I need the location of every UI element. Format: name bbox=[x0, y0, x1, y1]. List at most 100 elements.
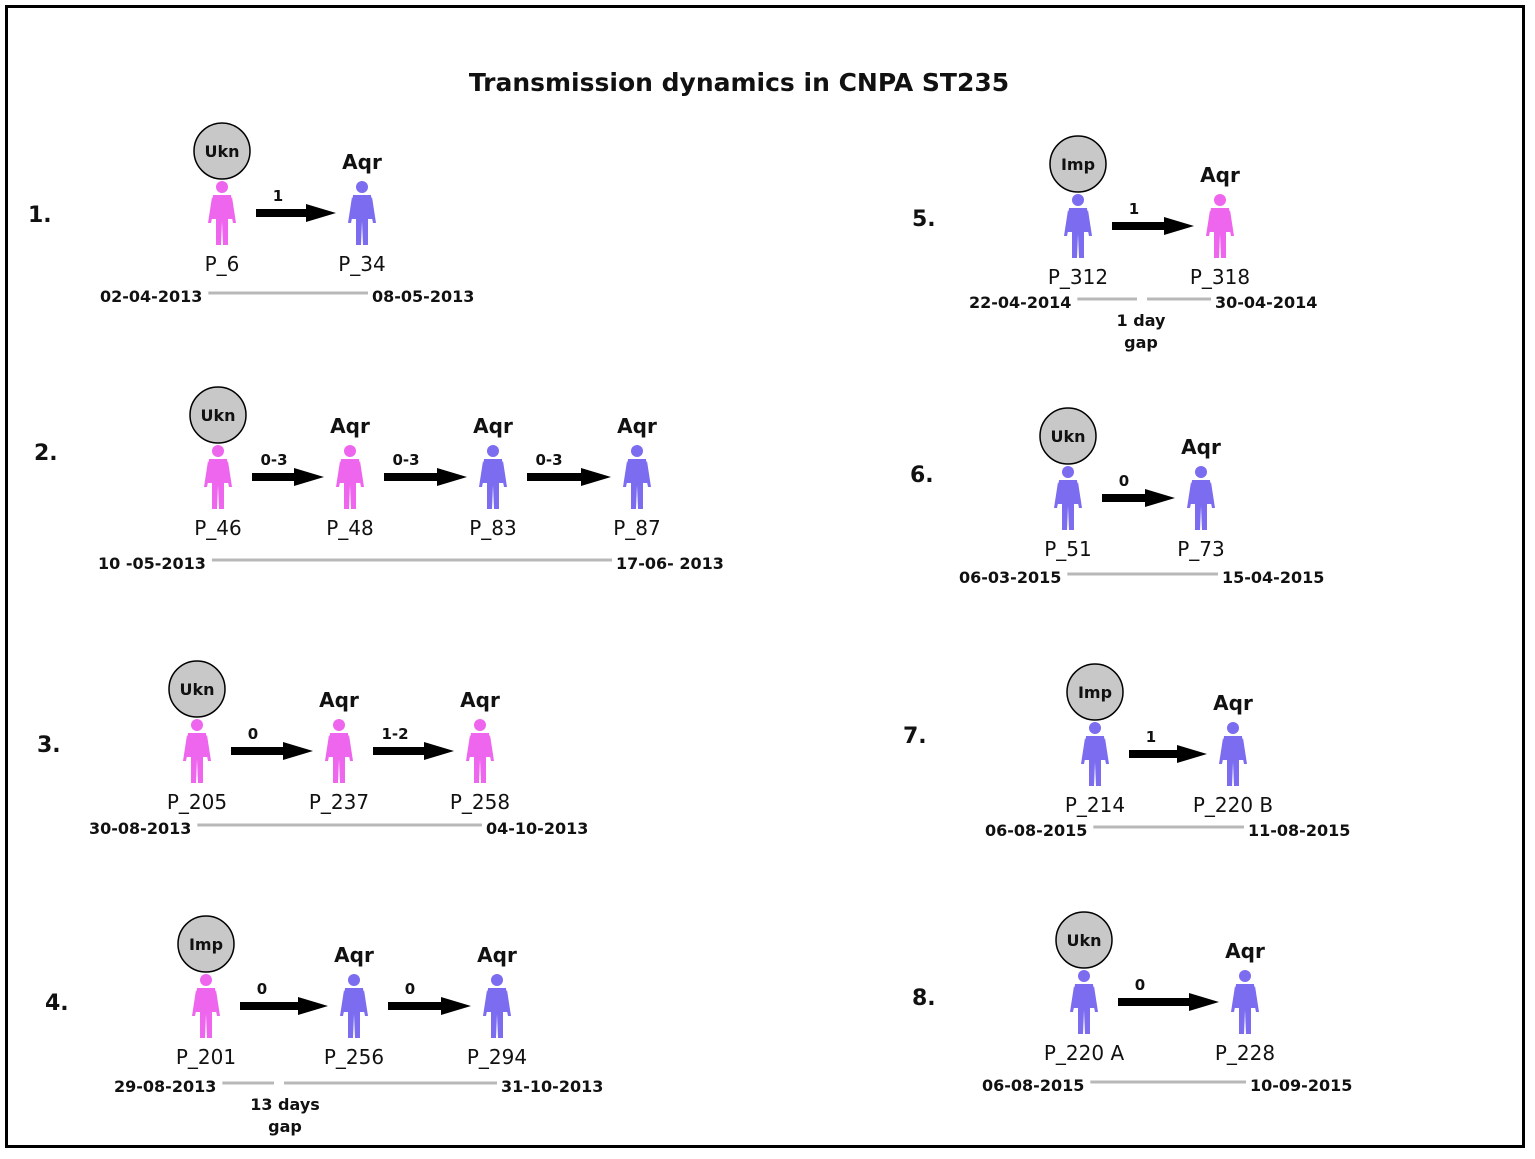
person-icon bbox=[1054, 466, 1082, 530]
patient-id: P_205 bbox=[167, 790, 227, 814]
chain-number: 3. bbox=[37, 733, 61, 758]
person-icon bbox=[340, 974, 368, 1038]
acquisition-label: Aqr bbox=[617, 414, 657, 438]
start-date: 10 -05-2013 bbox=[98, 554, 206, 573]
person-icon bbox=[348, 181, 376, 245]
arrow-right-icon bbox=[1102, 489, 1175, 507]
patient-id: P_46 bbox=[194, 516, 242, 540]
link-weight: 1-2 bbox=[381, 725, 408, 743]
source-label: Ukn bbox=[200, 406, 235, 425]
source-circle-badge: Imp bbox=[1049, 135, 1107, 193]
link-weight: 0-3 bbox=[535, 451, 562, 469]
link-weight: 0 bbox=[405, 980, 415, 998]
start-date: 30-08-2013 bbox=[89, 819, 191, 838]
person-icon bbox=[204, 445, 232, 509]
acquisition-label: Aqr bbox=[1181, 435, 1221, 459]
patient-id: P_228 bbox=[1215, 1041, 1275, 1065]
start-date: 02-04-2013 bbox=[100, 287, 202, 306]
acquisition-label: Aqr bbox=[1213, 691, 1253, 715]
arrow-right-icon bbox=[384, 468, 467, 486]
person-icon bbox=[208, 181, 236, 245]
patient-id: P_220 A bbox=[1044, 1041, 1125, 1065]
patient-0: P_6 bbox=[205, 181, 240, 276]
patient-id: P_214 bbox=[1065, 793, 1125, 817]
link-weight: 0-3 bbox=[392, 451, 419, 469]
timeline: 30-08-2013 04-10-2013 bbox=[89, 819, 588, 838]
person-icon bbox=[1064, 194, 1092, 258]
arrow-right-icon bbox=[256, 204, 336, 222]
acquisition-label: Aqr bbox=[330, 414, 370, 438]
source-label: Ukn bbox=[1066, 931, 1101, 950]
person-icon bbox=[192, 974, 220, 1038]
source-circle-badge: Ukn bbox=[193, 122, 251, 180]
start-date: 06-08-2015 bbox=[985, 821, 1087, 840]
patient-id: P_256 bbox=[324, 1045, 384, 1069]
person-icon bbox=[1231, 970, 1259, 1034]
source-circle-badge: Imp bbox=[1066, 663, 1124, 721]
person-icon bbox=[1219, 722, 1247, 786]
end-date: 04-10-2013 bbox=[486, 819, 588, 838]
acquisition-label: Aqr bbox=[460, 688, 500, 712]
person-icon bbox=[483, 974, 511, 1038]
end-date: 31-10-2013 bbox=[501, 1077, 603, 1096]
source-label: Ukn bbox=[1050, 427, 1085, 446]
start-date: 22-04-2014 bbox=[969, 293, 1071, 312]
link-weight: 0 bbox=[248, 725, 258, 743]
figure-frame: Transmission dynamics in CNPA ST235 bbox=[5, 5, 1525, 1148]
link-weight: 1 bbox=[1146, 728, 1156, 746]
patient-id: P_220 B bbox=[1193, 793, 1273, 817]
link-weight: 0 bbox=[1135, 976, 1145, 994]
patient-0: P_205 bbox=[167, 719, 227, 814]
person-icon bbox=[466, 719, 494, 783]
patient-id: P_6 bbox=[205, 252, 240, 276]
end-date: 30-04-2014 bbox=[1215, 293, 1317, 312]
person-icon bbox=[1206, 194, 1234, 258]
person-icon bbox=[1070, 970, 1098, 1034]
patient-1: P_220 B Aqr bbox=[1193, 691, 1273, 817]
source-circle-badge: Ukn bbox=[1055, 911, 1113, 969]
arrow-right-icon bbox=[252, 468, 324, 486]
link-weight: 0 bbox=[1119, 472, 1129, 490]
patient-id: P_318 bbox=[1190, 265, 1250, 289]
link-weight: 0 bbox=[257, 980, 267, 998]
arrow-right-icon bbox=[1118, 993, 1219, 1011]
source-circle-badge: Imp bbox=[177, 915, 235, 973]
end-date: 15-04-2015 bbox=[1222, 568, 1324, 587]
link-weight: 1 bbox=[1129, 200, 1139, 218]
patient-id: P_201 bbox=[176, 1045, 236, 1069]
acquisition-label: Aqr bbox=[334, 943, 374, 967]
source-label: Imp bbox=[1078, 683, 1112, 702]
person-icon bbox=[183, 719, 211, 783]
patient-1: P_318 Aqr bbox=[1190, 163, 1250, 289]
acquisition-label: Aqr bbox=[1200, 163, 1240, 187]
patient-id: P_87 bbox=[613, 516, 661, 540]
source-circle-badge: Ukn bbox=[189, 386, 247, 444]
person-icon bbox=[336, 445, 364, 509]
link-weight: 1 bbox=[273, 187, 283, 205]
arrow-right-icon bbox=[1112, 217, 1194, 235]
start-date: 06-08-2015 bbox=[982, 1076, 1084, 1095]
patient-id: P_294 bbox=[467, 1045, 527, 1069]
patient-id: P_51 bbox=[1044, 537, 1092, 561]
source-label: Imp bbox=[189, 935, 223, 954]
chain-number: 1. bbox=[28, 203, 52, 228]
source-circle-badge: Ukn bbox=[168, 660, 226, 718]
acquisition-label: Aqr bbox=[1225, 939, 1265, 963]
person-icon bbox=[623, 445, 651, 509]
patient-3: P_87 Aqr bbox=[613, 414, 661, 540]
patient-id: P_237 bbox=[309, 790, 369, 814]
figure-title: Transmission dynamics in CNPA ST235 bbox=[468, 68, 1010, 97]
